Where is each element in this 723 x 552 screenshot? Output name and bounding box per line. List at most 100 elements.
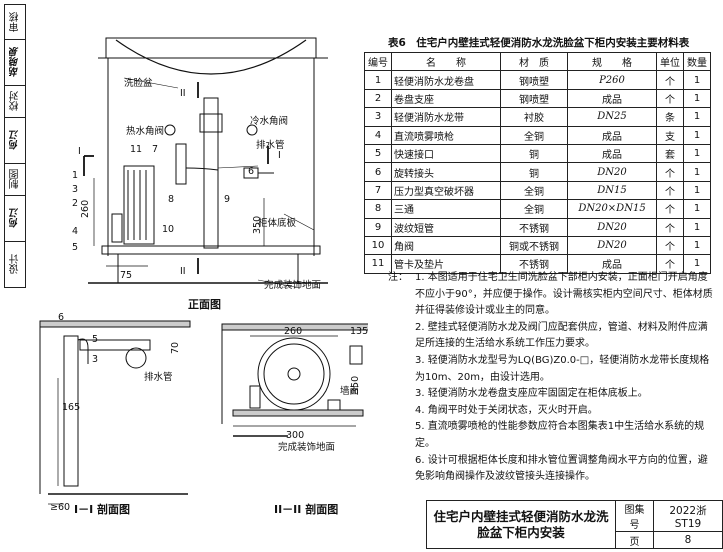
callout: 10 <box>162 224 174 235</box>
table-cell: 卷盘支座 <box>391 88 501 109</box>
strip-cell-signature: 胡晓泉 <box>5 39 25 86</box>
header-qty: 数量 <box>683 51 711 72</box>
table-header-row: 编号 名 称 材 质 规 格 单位 数量 <box>364 51 711 72</box>
front-view <box>83 37 328 289</box>
callout: 1 <box>72 170 78 181</box>
label-hot-valve: 热水角阀 <box>126 125 164 137</box>
signature-strip: 审核 胡晓泉 校对 何江 制图 何江 设计 <box>4 4 26 288</box>
table-cell: 个 <box>656 235 684 256</box>
header-no: 编号 <box>364 51 392 72</box>
drain-pipe-section <box>125 347 147 369</box>
drain-pipe <box>203 97 219 249</box>
table-cell: 成品 <box>567 88 657 109</box>
dim-70: 70 <box>170 342 181 354</box>
table-cell: 快速接口 <box>391 143 501 164</box>
installation-drawing: 洗脸盆 热水角阀 冷水角阀 排水管 柜体底板 完成装饰地面 I I II II … <box>39 37 368 516</box>
table-cell: 全铜 <box>500 180 568 201</box>
strip-cell-signature: 何江 <box>5 195 25 242</box>
table-cell: DN20 <box>567 217 657 237</box>
table-cell: 1 <box>364 70 392 90</box>
table-cell: 不锈钢 <box>500 254 568 274</box>
hose-reel-front <box>123 165 155 245</box>
table-cell: 三通 <box>391 199 501 219</box>
table-cell: 1 <box>683 180 711 201</box>
label-drain-section: 排水管 <box>144 371 173 383</box>
table-cell: 成品 <box>567 125 657 145</box>
basin-outline <box>115 39 307 75</box>
table-cell: DN15 <box>567 180 657 201</box>
table-cell: 9 <box>364 217 392 237</box>
table-cell: 1 <box>683 199 711 219</box>
dim-300: 300 <box>286 430 304 441</box>
table-title: 表6 住宅户内壁挂式轻便消防水龙洗脸盆下柜内安装主要材料表 <box>388 37 690 49</box>
note-item: 2. 壁挂式轻便消防水龙及阀门应配套供应，管道、材料及附件应满足所连接的生活给水… <box>415 321 708 350</box>
table-cell: 个 <box>656 88 684 109</box>
section-mark-1-right: I <box>278 150 281 161</box>
cold-valve-icon <box>246 124 258 136</box>
table-cell: 波纹短管 <box>391 217 501 237</box>
label-cabinet-bottom: 柜体底板 <box>258 217 297 229</box>
label-wall: 墙面 <box>340 385 359 397</box>
table-cell: 1 <box>683 70 711 90</box>
callout: 11 <box>130 144 142 155</box>
table-cell: 成品 <box>567 143 657 164</box>
dim-350-section: 350 <box>350 376 361 394</box>
table-cell: 支 <box>656 125 684 145</box>
table-cell: DN20 <box>567 162 657 182</box>
table-cell: 套 <box>656 143 684 164</box>
table-cell: 个 <box>656 217 684 237</box>
section-mark-1-left: I <box>78 146 81 157</box>
strip-cell-draw: 制图 <box>5 163 25 196</box>
notes-label: 注： <box>388 272 408 283</box>
table-cell: 3 <box>364 107 392 127</box>
dim-6: 6 <box>58 312 64 323</box>
strip-cell-design: 设计 <box>9 254 21 274</box>
page-number: 8 <box>653 531 723 549</box>
table-cell: 轻便消防水龙带 <box>391 107 501 127</box>
note-item: 3. 轻便消防水龙卷盘支座应牢固固定在柜体底板上。 <box>415 388 648 400</box>
dim-260-section: 260 <box>284 326 302 337</box>
label-drain: 排水管 <box>256 139 285 151</box>
table-cell: 角阀 <box>391 235 501 256</box>
table-cell: 压力型真空破坏器 <box>391 180 501 201</box>
table-cell: 衬胶 <box>500 107 568 127</box>
table-cell: 全铜 <box>500 199 568 219</box>
callout: 9 <box>224 194 230 205</box>
table-cell: 个 <box>656 199 684 219</box>
callout: 5 <box>92 334 98 345</box>
table-cell: 个 <box>656 254 684 274</box>
note-item: 4. 角阀平时处于关闭状态，灭火时开启。 <box>415 404 598 416</box>
table-cell: 1 <box>683 162 711 182</box>
dim-60: ≥60 <box>50 502 70 513</box>
note-item: 3. 轻便消防水龙型号为LQ(BG)Z0.0-□，轻便消防水龙带长度规格为10m… <box>415 354 710 383</box>
label-cold-valve: 冷水角阀 <box>250 115 288 127</box>
dim-350: 350 <box>252 216 263 234</box>
section-2-title: II－II 剖面图 <box>274 502 338 516</box>
table-cell: DN20 <box>567 235 657 256</box>
table-cell: P260 <box>567 70 657 90</box>
strip-cell-review: 审核 <box>5 5 25 40</box>
table-cell: 8 <box>364 199 392 219</box>
header-material: 材 质 <box>500 51 568 72</box>
atlas-number: 2022浙ST19 <box>653 500 723 532</box>
table-cell: 钢喷塑 <box>500 70 568 90</box>
callout: 3 <box>92 354 98 365</box>
callout: 7 <box>152 144 158 155</box>
title-block: 住宅户内壁挂式轻便消防水龙洗脸盆下柜内安装 图集号 2022浙ST19 页 8 <box>426 500 723 549</box>
table-cell: 1 <box>683 125 711 145</box>
table-cell: 铜或不锈钢 <box>500 235 568 256</box>
hot-valve-icon <box>164 124 176 136</box>
table-cell: 个 <box>656 162 684 182</box>
table-cell: 铜 <box>500 143 568 164</box>
dim-260: 260 <box>80 200 91 218</box>
table-cell: 铜 <box>500 162 568 182</box>
notes: 注： 1. 本图适用于住宅卫生间洗脸盆下部柜内安装，正面柜门开启角度不应小于90… <box>388 270 713 486</box>
